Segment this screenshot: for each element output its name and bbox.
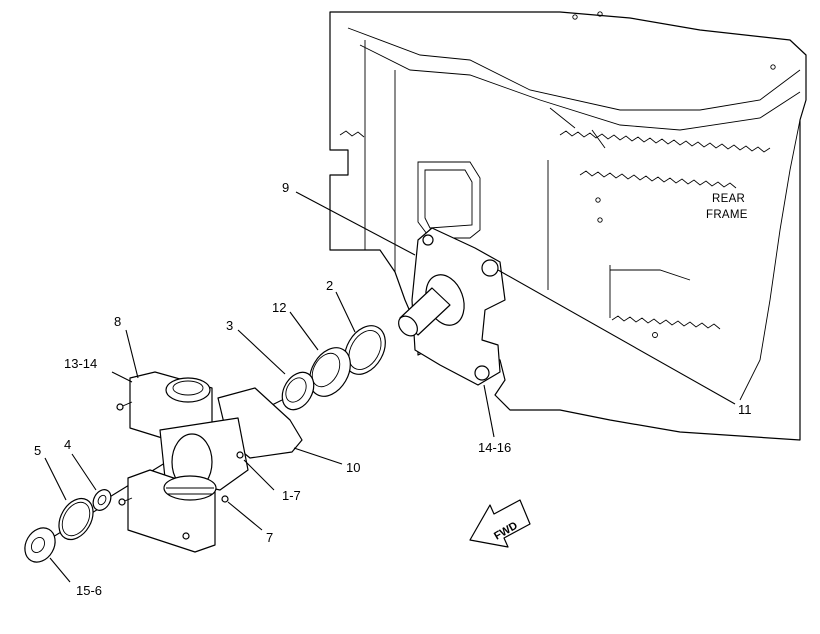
- leader-12: [289, 311, 319, 351]
- callout-9: 9: [282, 180, 289, 195]
- frame-hole-2: [597, 217, 603, 223]
- callout-5: 5: [34, 443, 41, 458]
- callout-8: 8: [114, 314, 121, 329]
- frame-right-contour: [739, 119, 801, 401]
- frame-outline: [329, 11, 807, 441]
- ring-2-outer: [344, 325, 386, 375]
- bearing-12: [309, 347, 351, 397]
- cup-3-inner: [285, 377, 307, 403]
- yoke-assembly: [116, 371, 303, 553]
- frame-window: [417, 161, 481, 239]
- forward-direction-arrow: FWD: [469, 499, 531, 548]
- frame-detail-2: [591, 129, 606, 149]
- yoke-bolt-3-head: [182, 532, 190, 540]
- mounting-plate-assembly: [398, 227, 506, 386]
- leader-11: [497, 269, 736, 405]
- mounting-bolt-left: [422, 234, 434, 246]
- callout-14-16: 14-16: [478, 440, 511, 455]
- leader-5: [44, 457, 67, 501]
- yoke-top-boss: [165, 377, 211, 403]
- fwd-arrow-shape: [469, 499, 531, 548]
- leader-7: [227, 501, 263, 531]
- seal-ring-5: [58, 497, 94, 541]
- cup-3-outer: [281, 371, 315, 411]
- callout-10: 10: [346, 460, 360, 475]
- yoke-top-boss-inner: [172, 380, 204, 396]
- frame-window-inner: [424, 169, 473, 229]
- yoke-bolt-2-head: [118, 498, 126, 506]
- frame-cut-edge-lower: [611, 315, 721, 330]
- lock-bolt-7: [221, 495, 229, 503]
- bearing-cup-3: [281, 371, 315, 411]
- mounting-bolt-upper: [481, 259, 499, 277]
- yoke-bottom-threads: [166, 487, 214, 495]
- callout-4: 4: [64, 437, 71, 452]
- leader-8: [125, 329, 139, 379]
- mounting-bolt-lower: [474, 365, 490, 381]
- callout-7: 7: [266, 530, 273, 545]
- bearing-12-inner: [311, 352, 341, 388]
- ring-5-outer: [58, 497, 94, 541]
- yoke-bolt-1-head: [116, 403, 124, 411]
- frame-hole-6: [652, 332, 658, 338]
- callout-labels: 9 2 12 3 8 13-14 5 4 15-6 1-7 7 10 14-16…: [34, 180, 752, 598]
- leader-3: [237, 329, 286, 375]
- frame-hole-3: [572, 14, 578, 20]
- leader-10: [293, 447, 343, 465]
- leader-15-6: [49, 557, 71, 583]
- callout-11: 11: [738, 402, 752, 417]
- callout-15-6: 15-6: [76, 583, 102, 598]
- frame-cut-edge-middle: [579, 170, 737, 189]
- leader-9: [295, 191, 416, 256]
- cap-bolt-15-6: [24, 527, 56, 563]
- callout-12: 12: [272, 300, 286, 315]
- grease-fitting: [236, 451, 244, 459]
- leader-1-7: [243, 459, 275, 491]
- callout-3: 3: [226, 318, 233, 333]
- leader-4: [71, 453, 97, 491]
- leader-lines: [44, 191, 736, 583]
- callout-1-7: 1-7: [282, 488, 301, 503]
- callout-13-14: 13-14: [64, 356, 97, 371]
- seal-ring-2: [344, 325, 386, 375]
- cap-outer: [24, 527, 56, 563]
- frame-label-line1: REAR: [712, 193, 745, 205]
- frame-top-edge: [347, 27, 801, 111]
- washer-4-inner: [97, 494, 107, 506]
- ring-2-inner: [348, 330, 382, 370]
- rear-frame: REAR FRAME: [329, 11, 807, 441]
- frame-hole-1: [595, 197, 601, 203]
- frame-hole-5: [770, 64, 776, 70]
- frame-cut-edge-left: [339, 130, 365, 138]
- frame-top-edge-inner: [359, 44, 801, 131]
- leader-2: [335, 291, 356, 333]
- frame-cut-edge-upper: [559, 130, 771, 153]
- callout-2: 2: [326, 278, 333, 293]
- frame-detail-3: [610, 269, 691, 281]
- washer-4: [92, 489, 112, 511]
- leader-14-16: [483, 384, 495, 438]
- pin-end: [398, 315, 418, 337]
- washer-4-outer: [92, 489, 112, 511]
- leader-13-14: [111, 371, 133, 383]
- frame-hole-4: [597, 11, 603, 17]
- cap-inner: [30, 537, 46, 553]
- frame-detail-1: [549, 107, 576, 129]
- ring-5-inner: [61, 501, 91, 537]
- frame-label-line2: FRAME: [706, 209, 748, 221]
- bearing-12-outer: [309, 347, 351, 397]
